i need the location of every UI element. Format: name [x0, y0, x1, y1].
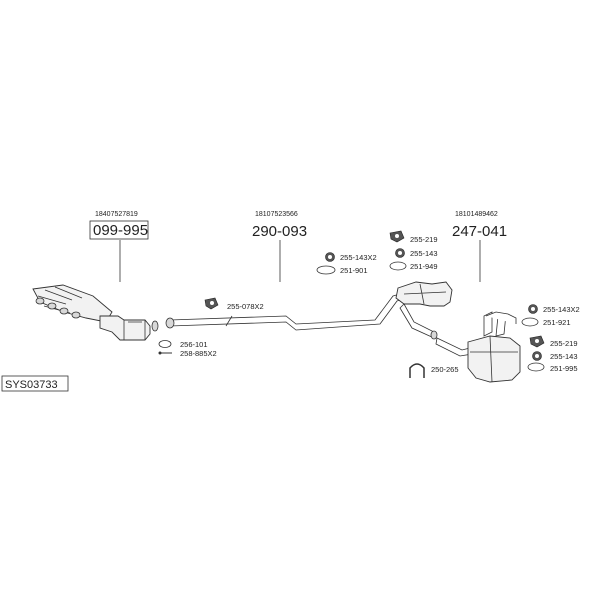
part-oe-number-099-995: 18407527819	[95, 211, 138, 218]
part-number-099-995[interactable]: 099-995	[93, 222, 148, 239]
rear-muffler[interactable]	[435, 311, 521, 383]
part-label-250-265[interactable]: 250-265	[431, 365, 459, 374]
system-code-box	[1, 375, 69, 392]
part-label-255-219-a[interactable]: 255-219	[410, 235, 438, 244]
part-number-290-093[interactable]: 290-093	[252, 223, 307, 240]
part-number-247-041[interactable]: 247-041	[452, 223, 507, 240]
part-label-251-995[interactable]: 251-995	[550, 364, 578, 373]
part-label-258-885x2[interactable]: 258-885X2	[180, 349, 217, 358]
gasket-icon	[521, 317, 539, 327]
part-number-box	[89, 220, 149, 240]
part-label-255-078x2[interactable]: 255-078X2	[227, 302, 264, 311]
part-label-256-101[interactable]: 256-101	[180, 340, 208, 349]
part-oe-number-247-041: 18101489462	[455, 211, 498, 218]
rubber-ring-icon	[395, 248, 405, 258]
gasket-icon	[158, 340, 172, 348]
part-label-255-143x2-b[interactable]: 255-143X2	[543, 305, 580, 314]
part-label-255-219-b[interactable]: 255-219	[550, 339, 578, 348]
part-label-251-921[interactable]: 251-921	[543, 318, 571, 327]
clamp-icon	[204, 297, 219, 310]
gasket-icon	[389, 261, 407, 271]
rubber-ring-icon	[532, 351, 542, 361]
part-label-255-143x2-a[interactable]: 255-143X2	[340, 253, 377, 262]
rubber-ring-icon	[325, 252, 335, 262]
gasket-icon	[316, 265, 336, 275]
catalytic-converter[interactable]	[99, 315, 159, 341]
middle-pipe[interactable]	[165, 293, 401, 331]
part-label-255-143-a[interactable]: 255-143	[410, 249, 438, 258]
clamp-icon	[529, 335, 545, 348]
part-label-251-901[interactable]: 251-901	[340, 266, 368, 275]
bolt-icon	[158, 351, 172, 355]
gasket-icon	[527, 362, 545, 372]
rubber-ring-icon	[528, 304, 538, 314]
bracket-icon	[409, 363, 425, 378]
part-oe-number-290-093: 18107523566	[255, 211, 298, 218]
part-label-255-143-b[interactable]: 255-143	[550, 352, 578, 361]
clamp-icon	[389, 230, 405, 243]
system-code: SYS03733	[5, 379, 58, 391]
part-label-251-949[interactable]: 251-949	[410, 262, 438, 271]
center-muffler[interactable]	[395, 281, 453, 340]
